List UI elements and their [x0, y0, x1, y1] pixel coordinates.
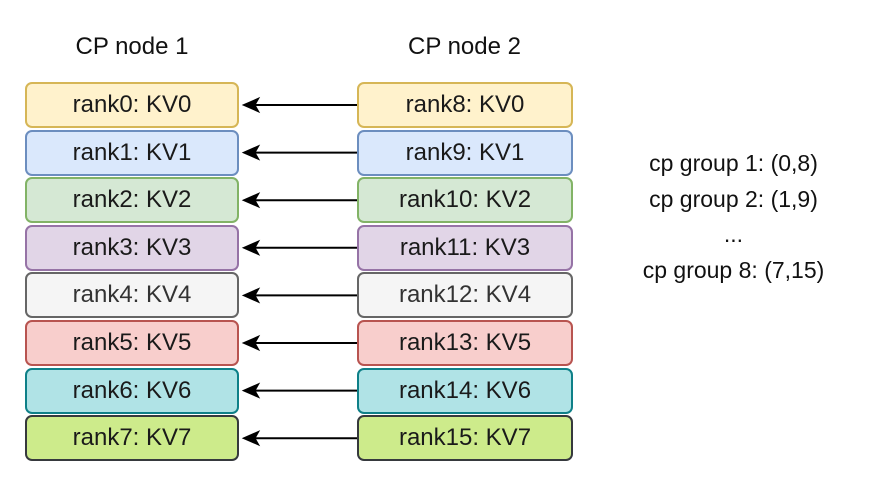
cp-node-2-rank-box: rank10: KV2 — [357, 177, 573, 224]
cp-node-1-rank-box: rank3: KV3 — [25, 224, 239, 271]
cp-node-2-rank-box: rank13: KV5 — [357, 319, 573, 366]
cp-group-entry: cp group 2: (1,9) — [649, 185, 818, 212]
cp-node-1-rank-box: rank2: KV2 — [25, 177, 239, 224]
kv-transfer-arrow — [241, 192, 357, 209]
cp-node-1-title: CP node 1 — [75, 33, 189, 60]
kv-transfer-arrow — [241, 430, 357, 447]
cp-node-1-rank-box: rank6: KV6 — [25, 367, 239, 414]
cp-node-1-rank-box: rank5: KV5 — [25, 319, 239, 366]
cp-node-1-rank-box: rank1: KV1 — [25, 129, 239, 176]
kv-transfer-arrow — [241, 334, 357, 352]
kv-transfer-arrow — [241, 382, 357, 399]
cp-node-2-rank-box: rank8: KV0 — [357, 82, 573, 128]
cp-group-ellipsis: ... — [723, 221, 744, 247]
cp-node-1-rank-box: rank7: KV7 — [25, 415, 239, 462]
cp-group-entry: cp group 1: (0,8) — [649, 150, 818, 176]
kv-transfer-arrow — [241, 239, 357, 256]
cp-group-list: cp group 1: (0,8) cp group 2: (1,9)... cp … — [606, 146, 861, 288]
cp-node-1-rank-box: rank4: KV4 — [25, 272, 239, 319]
kv-transfer-arrow — [241, 96, 357, 114]
kv-transfer-arrow — [241, 144, 357, 161]
cp-group-entry: cp group 8: (7,15) — [642, 256, 825, 283]
kv-transfer-arrow — [241, 287, 357, 304]
cp-node-2-rank-box: rank15: KV7 — [357, 415, 573, 462]
cp-node-2-rank-box: rank14: KV6 — [357, 367, 573, 414]
cp-node-2-rank-box: rank12: KV4 — [357, 272, 573, 319]
cp-node-2-title: CP node 2 — [408, 33, 521, 60]
cp-node-2-rank-box: rank9: KV1 — [357, 129, 573, 176]
cp-node-2-rank-box: rank11: KV3 — [357, 224, 573, 271]
cp-node-1-rank-box: rank0: KV0 — [25, 82, 239, 128]
